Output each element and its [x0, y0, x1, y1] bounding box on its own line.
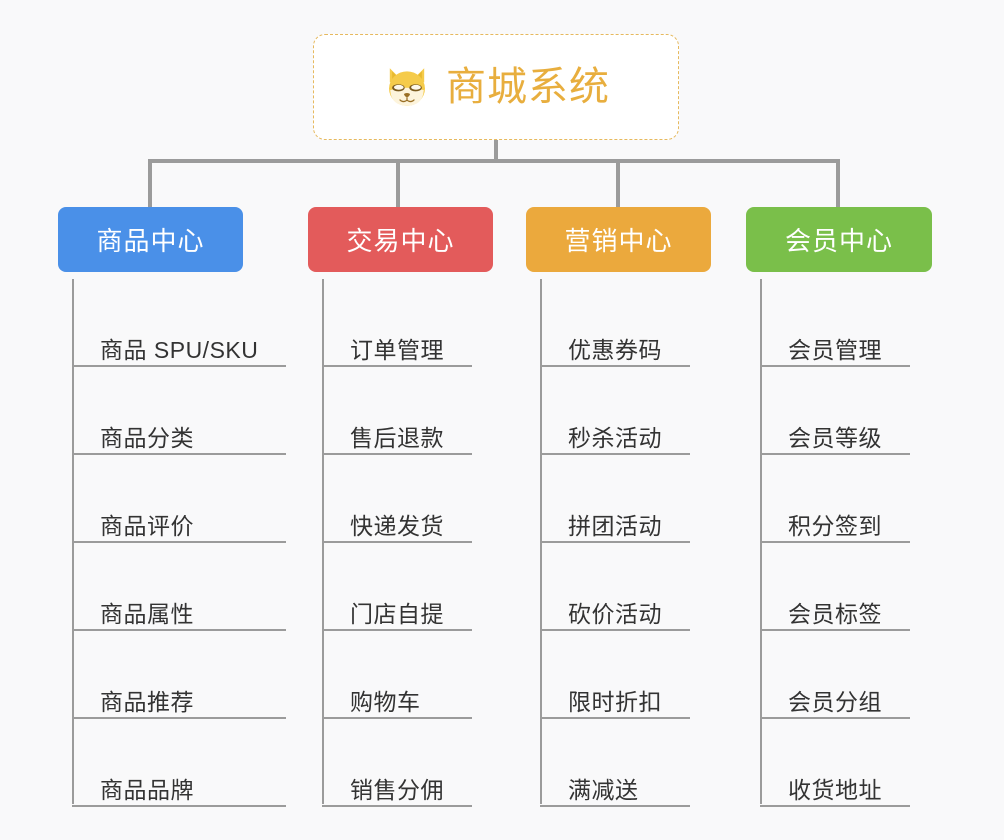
list-item-rule	[72, 453, 286, 455]
shiba-dog-icon	[389, 68, 425, 109]
list-item-rule	[760, 717, 910, 719]
branch-header-marketing-center[interactable]: 营销中心	[526, 207, 711, 272]
list-item[interactable]: 商品 SPU/SKU	[72, 279, 286, 367]
list-item-rule	[72, 629, 286, 631]
list-item-label: 会员分组	[788, 689, 882, 715]
list-item[interactable]: 会员标签	[760, 543, 910, 631]
list-item[interactable]: 满减送	[540, 719, 690, 807]
list-item-label: 商品品牌	[100, 777, 194, 803]
list-item-label: 订单管理	[350, 337, 444, 363]
list-item[interactable]: 积分签到	[760, 455, 910, 543]
list-item-rule	[760, 453, 910, 455]
list-item-rule	[540, 541, 690, 543]
list-item-label: 砍价活动	[568, 601, 662, 627]
list-item-label: 商品分类	[100, 425, 194, 451]
list-item-rule	[540, 365, 690, 367]
list-item-label: 商品推荐	[100, 689, 194, 715]
list-item-label: 商品属性	[100, 601, 194, 627]
list-item-label: 商品 SPU/SKU	[100, 337, 259, 363]
list-item-rule	[540, 629, 690, 631]
list-item-rule	[760, 541, 910, 543]
list-item-label: 商品评价	[100, 513, 194, 539]
list-item[interactable]: 售后退款	[322, 367, 472, 455]
list-item-label: 会员等级	[788, 425, 882, 451]
list-item[interactable]: 优惠券码	[540, 279, 690, 367]
list-item[interactable]: 砍价活动	[540, 543, 690, 631]
list-item-rule	[322, 365, 472, 367]
branch-header-label: 交易中心	[346, 226, 455, 256]
list-item[interactable]: 拼团活动	[540, 455, 690, 543]
branch-header-label: 商品中心	[96, 226, 205, 256]
list-item-label: 收货地址	[788, 777, 882, 803]
connector-horizontal-bar	[148, 159, 840, 163]
connector-drop-3	[616, 159, 620, 208]
list-item-rule	[72, 805, 286, 807]
list-item-rule	[540, 717, 690, 719]
branch-items-product-center: 商品 SPU/SKU 商品分类 商品评价 商品属性 商品推荐 商品品牌	[72, 279, 286, 807]
list-item[interactable]: 订单管理	[322, 279, 472, 367]
list-item-label: 秒杀活动	[568, 425, 662, 451]
list-item[interactable]: 购物车	[322, 631, 472, 719]
branch-header-label: 营销中心	[564, 226, 673, 256]
connector-root-stem	[494, 140, 498, 162]
branch-header-trade-center[interactable]: 交易中心	[308, 207, 493, 272]
list-item-label: 会员管理	[788, 337, 882, 363]
list-item[interactable]: 会员管理	[760, 279, 910, 367]
list-item[interactable]: 商品品牌	[72, 719, 286, 807]
list-item-rule	[760, 629, 910, 631]
list-item-label: 满减送	[568, 777, 639, 803]
list-item[interactable]: 快递发货	[322, 455, 472, 543]
list-item-label: 拼团活动	[568, 513, 662, 539]
list-item-label: 销售分佣	[350, 777, 444, 803]
connector-drop-4	[836, 159, 840, 208]
list-item-label: 优惠券码	[568, 337, 662, 363]
list-item-label: 限时折扣	[568, 689, 662, 715]
branch-items-trade-center: 订单管理 售后退款 快递发货 门店自提 购物车 销售分佣	[322, 279, 472, 807]
branch-header-member-center[interactable]: 会员中心	[746, 207, 932, 272]
list-item[interactable]: 限时折扣	[540, 631, 690, 719]
list-item-rule	[322, 453, 472, 455]
list-item-rule	[72, 365, 286, 367]
list-item[interactable]: 收货地址	[760, 719, 910, 807]
list-item-rule	[540, 453, 690, 455]
list-item-rule	[322, 805, 472, 807]
list-item-rule	[322, 717, 472, 719]
list-item-rule	[322, 541, 472, 543]
list-item-label: 门店自提	[350, 601, 444, 627]
list-item[interactable]: 商品属性	[72, 543, 286, 631]
list-item-rule	[760, 805, 910, 807]
list-item-label: 购物车	[350, 689, 421, 715]
list-item-label: 会员标签	[788, 601, 882, 627]
list-item-label: 积分签到	[788, 513, 882, 539]
list-item[interactable]: 商品分类	[72, 367, 286, 455]
list-item[interactable]: 秒杀活动	[540, 367, 690, 455]
root-node-shop-system[interactable]: 商城系统	[313, 34, 679, 140]
list-item-label: 快递发货	[350, 513, 444, 539]
branch-header-label: 会员中心	[784, 226, 893, 256]
branch-items-marketing-center: 优惠券码 秒杀活动 拼团活动 砍价活动 限时折扣 满减送	[540, 279, 690, 807]
list-item-rule	[72, 541, 286, 543]
root-title: 商城系统	[446, 65, 610, 109]
connector-drop-1	[148, 159, 152, 208]
list-item[interactable]: 商品评价	[72, 455, 286, 543]
list-item[interactable]: 销售分佣	[322, 719, 472, 807]
list-item[interactable]: 会员等级	[760, 367, 910, 455]
list-item-rule	[72, 717, 286, 719]
branch-header-product-center[interactable]: 商品中心	[58, 207, 243, 272]
list-item-rule	[760, 365, 910, 367]
list-item[interactable]: 商品推荐	[72, 631, 286, 719]
list-item-label: 售后退款	[350, 425, 444, 451]
list-item[interactable]: 会员分组	[760, 631, 910, 719]
list-item-rule	[322, 629, 472, 631]
list-item[interactable]: 门店自提	[322, 543, 472, 631]
list-item-rule	[540, 805, 690, 807]
branch-items-member-center: 会员管理 会员等级 积分签到 会员标签 会员分组 收货地址	[760, 279, 910, 807]
connector-drop-2	[396, 159, 400, 208]
